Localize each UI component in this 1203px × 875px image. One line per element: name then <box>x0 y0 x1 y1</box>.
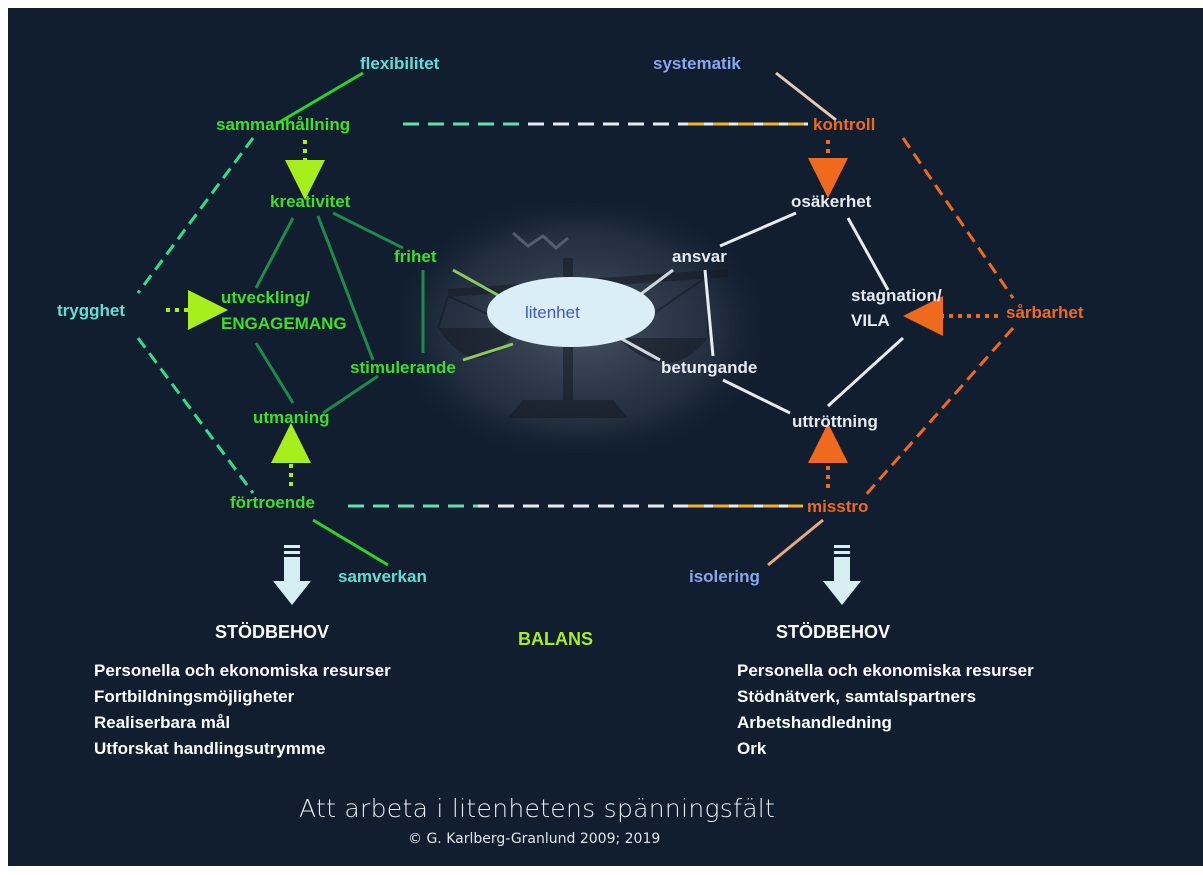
edge-engag-utman <box>254 342 295 404</box>
copyright-notice: © G. Karlberg-Granlund 2009; 2019 <box>408 831 661 847</box>
left-support-item: Utforskat handlingsutrymme <box>94 739 326 758</box>
balans-label: BALANS <box>518 629 593 649</box>
node-stagnation: stagnation/ <box>851 286 942 305</box>
left-support-item: Fortbildningsmöjligheter <box>94 687 295 706</box>
node-betungande: betungande <box>661 358 757 377</box>
edge-samman-trygghet <box>136 137 255 294</box>
node-isolering: isolering <box>689 567 760 586</box>
edge-fortro-samverkan <box>312 518 389 567</box>
tension-field-diagram: flexibilitet systematik sammanhållning k… <box>57 54 1084 605</box>
node-frihet: frihet <box>394 247 437 266</box>
left-support-heading: STÖDBEHOV <box>215 622 330 642</box>
right-support-item: Arbetshandledning <box>737 713 892 732</box>
edge-system-kontroll <box>775 71 837 122</box>
edge-ansvar-betung <box>703 269 715 357</box>
node-trygghet: trygghet <box>57 301 125 320</box>
left-support-item: Personella och ekonomiska resurser <box>94 661 391 680</box>
node-systematik: systematik <box>653 54 741 73</box>
node-litenhet: litenhet <box>525 303 580 322</box>
left-support-item: Realiserbara mål <box>94 713 231 732</box>
down-arrow-icon-right <box>823 545 861 605</box>
right-support-item: Personella och ekonomiska resurser <box>737 661 1034 680</box>
edge-kontroll-sarbarhet <box>901 137 1015 299</box>
node-utveckling: utveckling/ <box>221 288 310 307</box>
node-sarbarhet: sårbarhet <box>1006 303 1084 322</box>
edge-stim-utman <box>322 374 379 415</box>
node-uttrottning: uttröttning <box>792 412 878 431</box>
node-misstro: misstro <box>807 497 868 516</box>
edge-stim-litenhet <box>462 342 514 362</box>
right-support-item: Stödnätverk, samtalspartners <box>737 687 977 706</box>
node-utmaning: utmaning <box>253 408 330 427</box>
right-support-item: Ork <box>737 739 767 758</box>
edge-frihet-litenhet <box>452 268 504 300</box>
edge-ansvar-osak <box>719 211 797 248</box>
edge-krea-utveckling <box>254 217 295 289</box>
diagram-panel: flexibilitet systematik sammanhållning k… <box>8 8 1203 866</box>
edge-betung-uttrott <box>722 378 791 415</box>
left-support-list: Personella och ekonomiska resurser Fortb… <box>94 658 391 762</box>
edge-betung-litenhet <box>619 336 661 362</box>
diagram-title: Att arbeta i litenhetens spänningsfält <box>299 794 776 823</box>
edge-osak-stagnation <box>846 217 890 291</box>
node-fortroende: förtroende <box>230 493 315 512</box>
edge-flex-samman <box>277 71 364 125</box>
edge-trygghet-fortro <box>136 337 255 494</box>
node-kreativitet: kreativitet <box>270 192 351 211</box>
node-samverkan: samverkan <box>338 567 427 586</box>
node-stimulerande: stimulerande <box>350 358 456 377</box>
right-support-list: Personella och ekonomiska resurser Stödn… <box>737 658 1034 762</box>
edge-krea-frihet <box>332 211 404 250</box>
down-arrow-icon-left <box>273 545 311 605</box>
node-kontroll: kontroll <box>813 115 875 134</box>
litenhet-ellipse <box>487 277 655 347</box>
edge-krea-stim <box>316 215 375 361</box>
edge-vila-uttrott <box>826 336 905 408</box>
node-ansvar: ansvar <box>672 247 727 266</box>
node-vila: VILA <box>851 311 890 330</box>
node-osakerhet: osäkerhet <box>791 192 872 211</box>
edge-misstro-isolering <box>767 518 824 567</box>
right-support-heading: STÖDBEHOV <box>776 622 891 642</box>
node-sammanhallning: sammanhållning <box>216 115 350 134</box>
node-flexibilitet: flexibilitet <box>360 54 440 73</box>
node-engagemang: ENGAGEMANG <box>221 314 347 333</box>
